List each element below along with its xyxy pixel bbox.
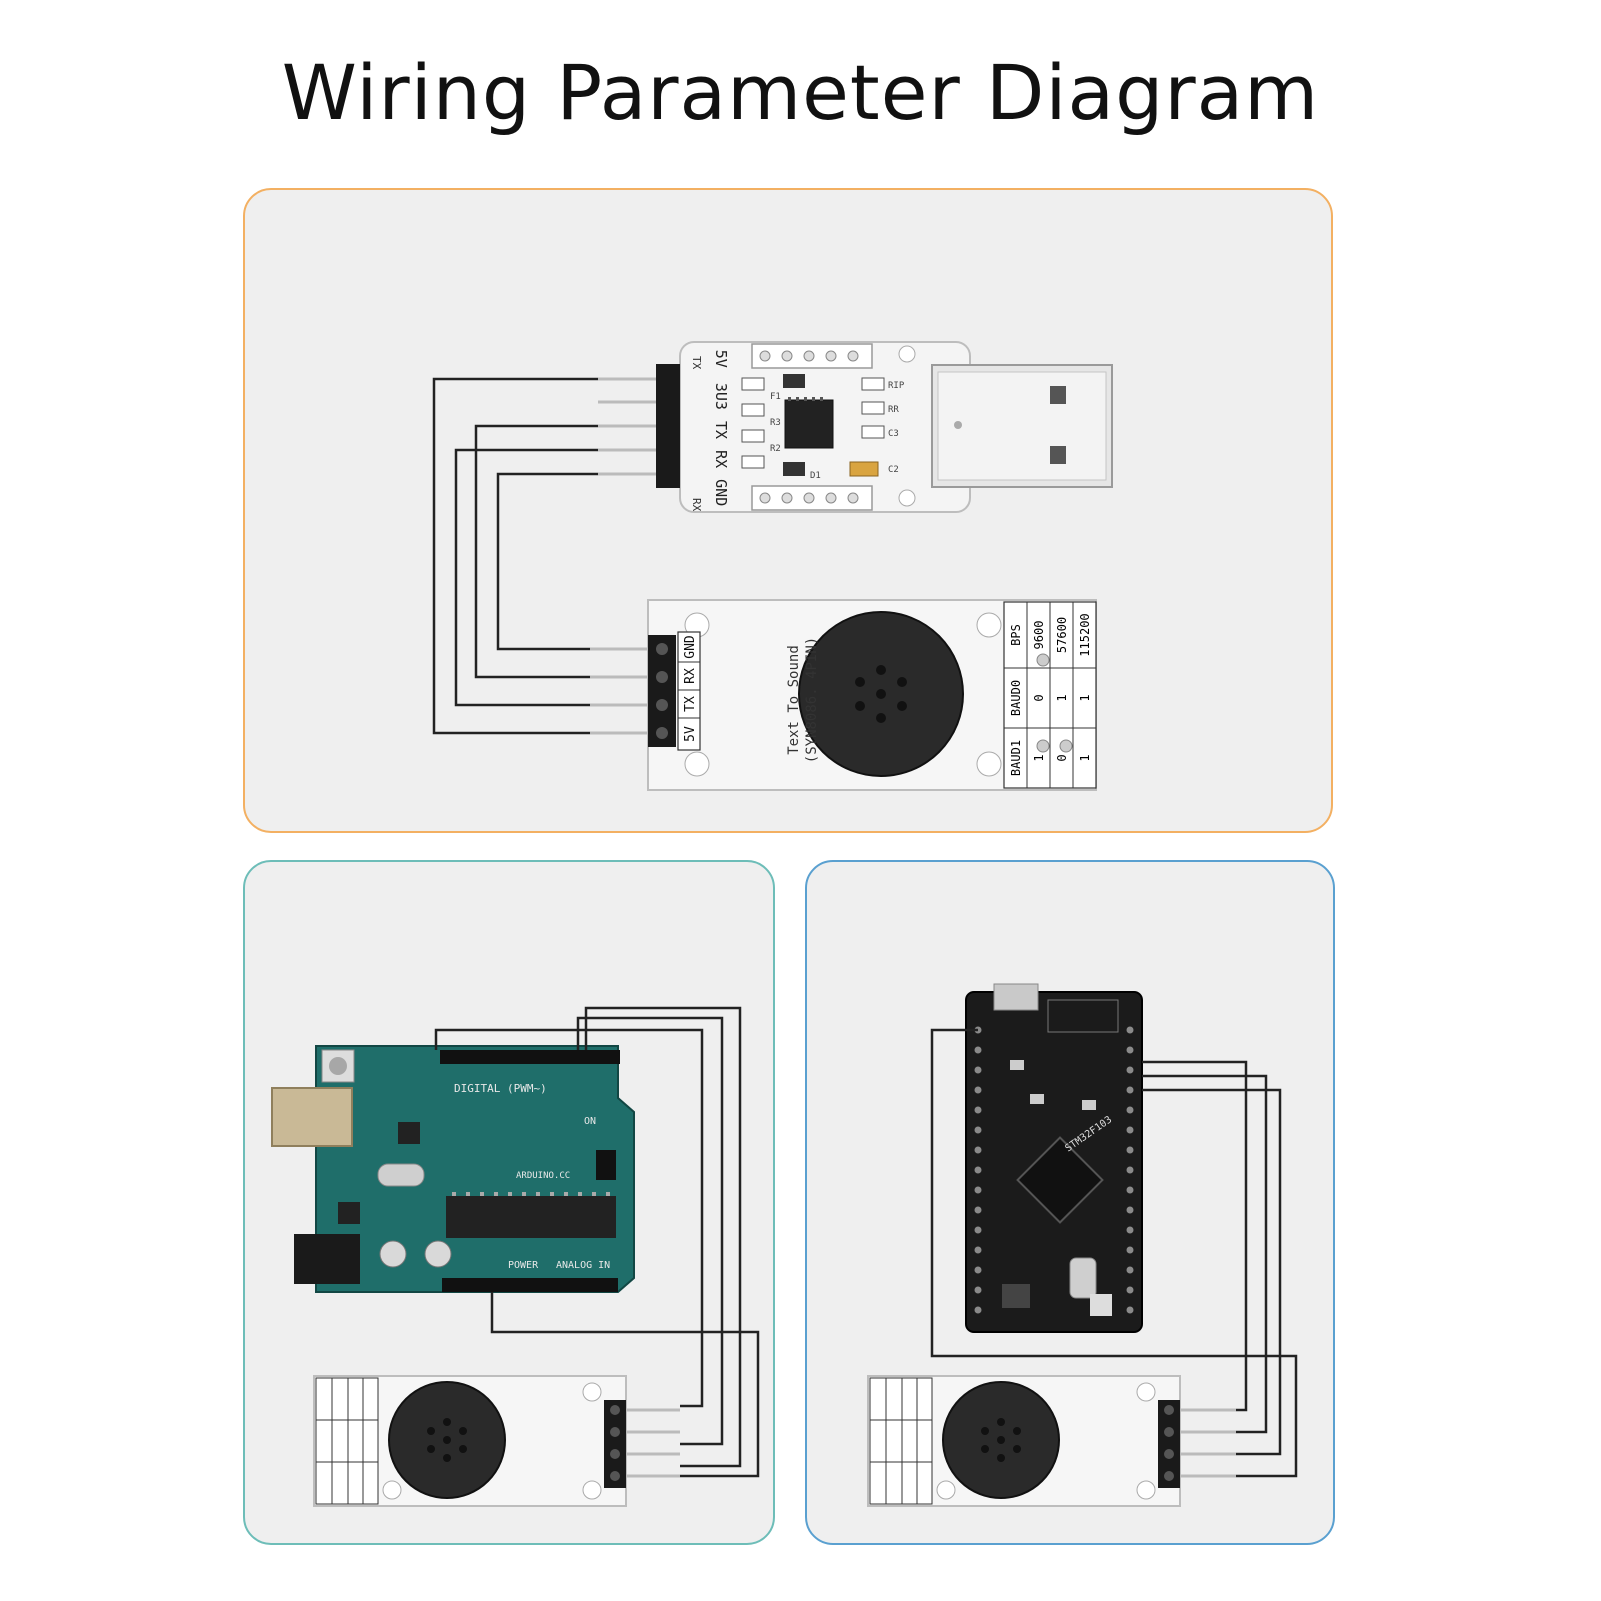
arduino-power-label: POWER: [508, 1260, 539, 1271]
tts-pin-gnd: GND: [683, 635, 698, 659]
usb-pin-label-5v: 5V: [712, 350, 730, 368]
usb-comp-r3: R3: [770, 418, 781, 428]
usb-comp-d1: D1: [810, 471, 821, 481]
baud1-9600: 1: [1032, 754, 1046, 761]
baud-header-115200: 115200: [1078, 613, 1092, 656]
arduino-wires: [434, 1006, 760, 1478]
tts-pin-5v: 5V: [683, 726, 698, 742]
arduino-on-label: ON: [584, 1116, 596, 1127]
usb-comp-r2: R2: [770, 444, 781, 454]
tts-title-line2: (SYN8086. 4PIN): [804, 637, 820, 763]
usb-comp-rip: RIP: [888, 381, 905, 391]
stm32-board: STM32F103: [965, 983, 1143, 1333]
usb-pin-labels: 5V 3U3 TX RX GND: [712, 350, 730, 507]
baud0-label: BAUD0: [1009, 680, 1023, 716]
baud1-label: BAUD1: [1009, 740, 1023, 776]
baud1-57600: 0: [1055, 754, 1069, 761]
usb-b-port: [271, 1087, 353, 1147]
arduino-brand-label: ARDUINO.CC: [516, 1171, 570, 1181]
stm32-wires: [930, 1028, 1298, 1478]
tts-module-bottom-left: [313, 1375, 680, 1507]
baud-header-57600: 57600: [1055, 617, 1069, 653]
tts-title-line1: Text To Sound: [786, 645, 802, 755]
baud1-115200: 1: [1078, 754, 1092, 761]
usb-side-label-bottom: RX: [690, 498, 703, 512]
page-title: Wiring Parameter Diagram: [281, 48, 1320, 137]
tts-module-bottom-right: [867, 1375, 1236, 1507]
arduino-uno-board: DIGITAL (PWM~) POWER ANALOG IN ON ARDUIN…: [271, 1045, 635, 1293]
baud-header-bps: BPS: [1009, 624, 1023, 646]
usb-ttl-adapter: 5V 3U3 TX RX GND TX RX F1 R3 R2 D1 C3 C2…: [679, 341, 971, 513]
baud-rate-table: BPS 9600 57600 115200 BAUD0 0 1 1 BAUD1 …: [1003, 601, 1097, 789]
usb-comp-c3: C3: [888, 429, 899, 439]
usb-comp-rr: RR: [888, 405, 899, 415]
usb-pin-label-gnd: GND: [712, 479, 730, 506]
baud0-57600: 1: [1055, 694, 1069, 701]
usb-comp-c2: C2: [888, 465, 899, 475]
usb-pin-label-3v3: 3U3: [712, 383, 730, 410]
usb-header-pins: [598, 364, 680, 488]
arduino-digital-label: DIGITAL (PWM~): [454, 1082, 547, 1095]
micro-usb-port: [993, 983, 1039, 1011]
usb-side-label-top: TX: [690, 356, 703, 370]
baud0-115200: 1: [1078, 694, 1092, 701]
usb-pin-label-tx: TX: [712, 421, 730, 439]
usb-comp-f1: F1: [770, 392, 781, 402]
usb-pin-label-rx: RX: [712, 450, 730, 468]
baud-header-9600: 9600: [1032, 621, 1046, 650]
stm32-chip: [1016, 1136, 1104, 1224]
baud0-9600: 0: [1032, 694, 1046, 701]
power-jack: [294, 1234, 360, 1284]
top-wires: [432, 377, 598, 735]
tts-module-top: Text To Sound (SYN8086. 4PIN) GND RX TX …: [590, 599, 1097, 791]
tts-pin-tx: TX: [683, 696, 698, 712]
arduino-analog-label: ANALOG IN: [556, 1260, 610, 1271]
tts-pin-rx: RX: [683, 668, 698, 684]
usb-a-plug: [931, 364, 1113, 488]
atmega-chip: [446, 1196, 616, 1238]
